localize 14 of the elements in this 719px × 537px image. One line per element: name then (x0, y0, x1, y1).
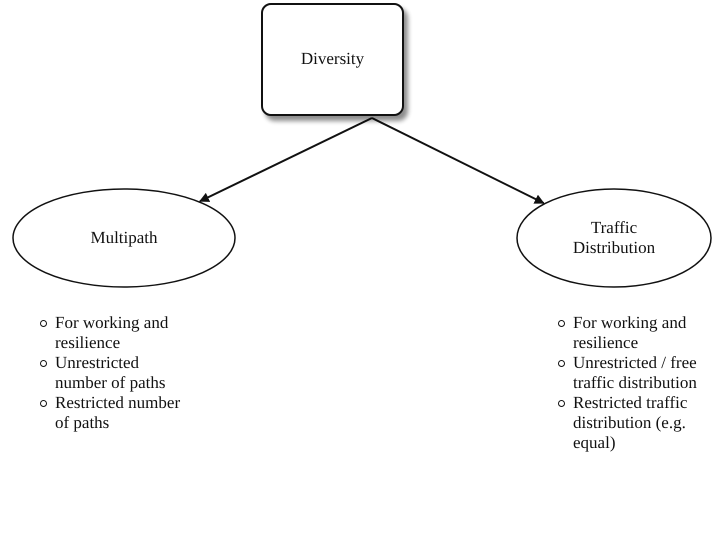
bullet-item: For working and resilience (555, 313, 707, 353)
node-label: Diversity (300, 49, 364, 70)
bullet-item: For working and resilience (37, 313, 189, 353)
node-label: Traffic Distribution (572, 218, 656, 258)
node-label: Multipath (89, 228, 159, 248)
ellipse-node (12, 188, 236, 288)
arrow (199, 117, 372, 202)
ellipse-node (516, 188, 712, 288)
arrow (372, 117, 545, 204)
bullet-item: Restricted number of paths (37, 393, 189, 433)
rounded-box (261, 3, 404, 116)
bullet-item: Restricted traffic distribution (e.g. equal) (555, 393, 707, 453)
bullet-item: Unrestricted / free traffic distribution (555, 353, 707, 393)
bullet-item: Unrestricted number of paths (37, 353, 189, 393)
